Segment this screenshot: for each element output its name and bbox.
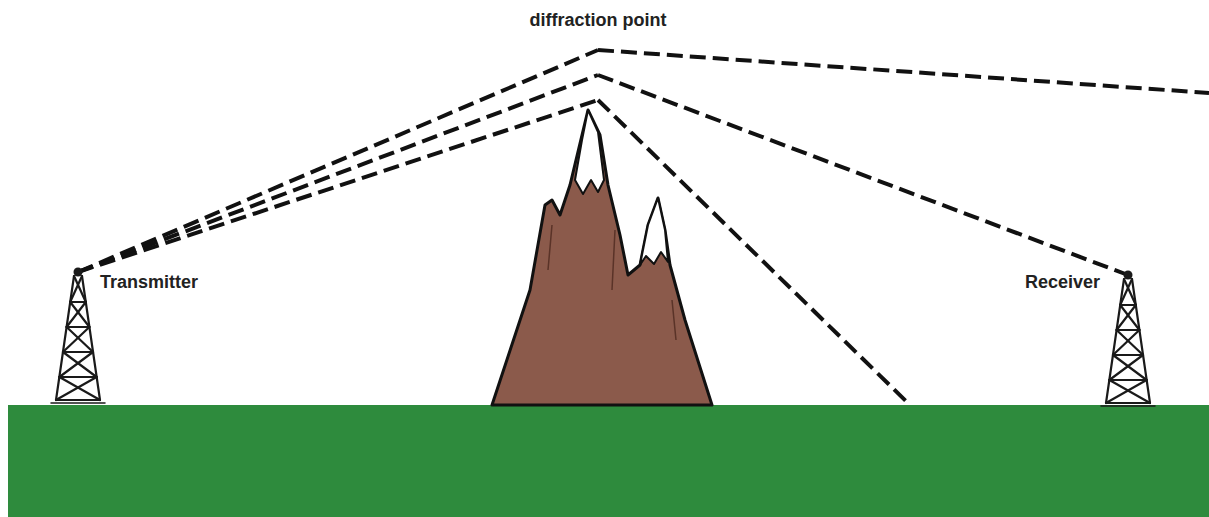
transmitter-tower [51, 268, 105, 404]
mountain [492, 110, 712, 405]
transmitter-label: Transmitter [100, 271, 198, 293]
ground [8, 405, 1209, 517]
receiver-tower [1101, 271, 1155, 407]
receiver-label: Receiver [1025, 271, 1100, 293]
diffraction-label: diffraction point [530, 9, 667, 31]
propagation-paths [78, 50, 1209, 405]
